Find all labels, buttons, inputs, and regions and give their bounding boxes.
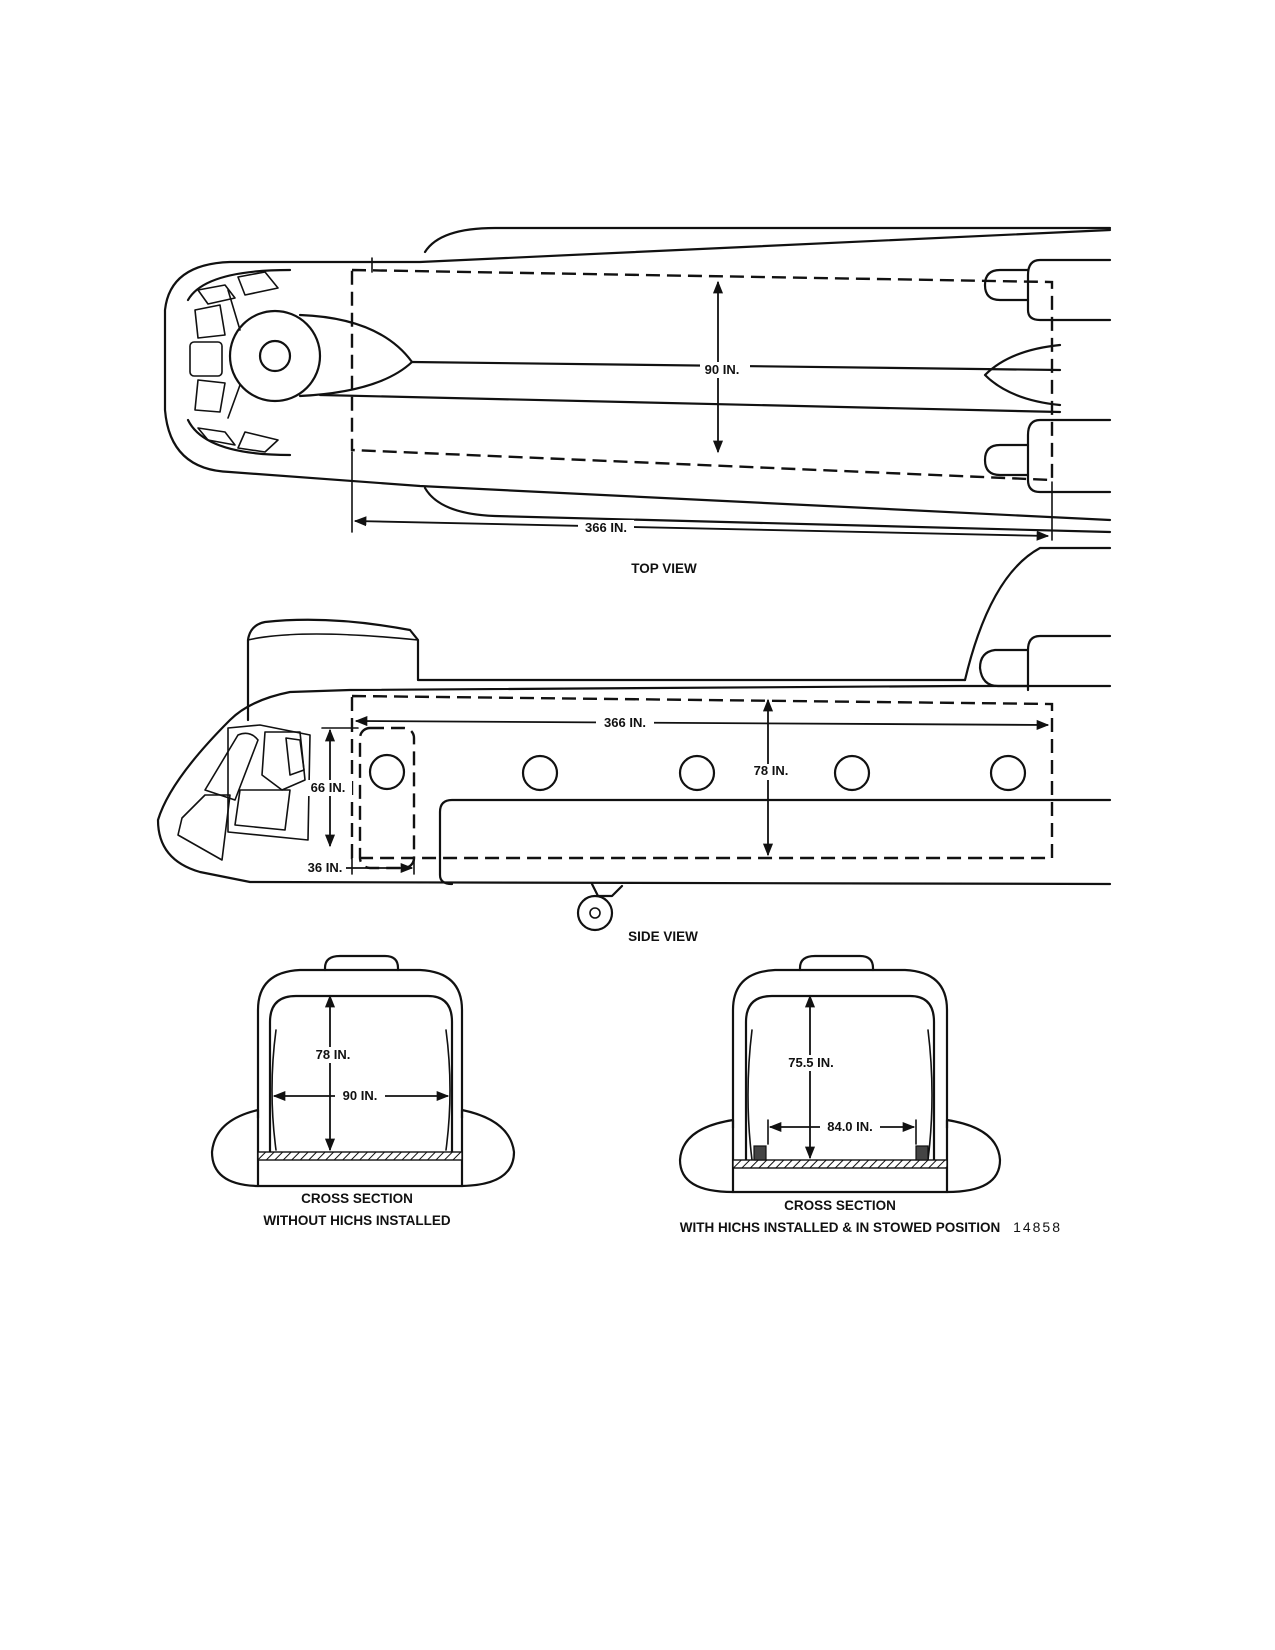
upper-sponson xyxy=(423,226,1112,254)
cross-section-right: 75.5 IN. 84.0 IN. CROSS SECTION WITH HIC… xyxy=(678,954,1002,1235)
right-floor xyxy=(732,1159,948,1169)
forward-pylon xyxy=(246,618,967,722)
cockpit-windows xyxy=(189,271,279,453)
aft-engines xyxy=(983,258,1112,494)
side-cockpit-windows xyxy=(177,724,311,861)
right-caption-line2: WITH HICHS INSTALLED & IN STOWED POSITIO… xyxy=(680,1220,1001,1235)
forward-pylon-fairing xyxy=(298,313,414,398)
top-length-label: 366 IN. xyxy=(585,520,627,535)
aft-engine-side xyxy=(978,634,1112,692)
side-view-caption: SIDE VIEW xyxy=(628,929,698,944)
forward-rotor-center xyxy=(258,339,292,373)
right-height-label: 75.5 IN. xyxy=(788,1055,834,1070)
figure-code: 14858 xyxy=(1013,1219,1062,1235)
lower-sponson xyxy=(423,486,1112,534)
left-inner-frame xyxy=(268,994,454,1154)
door-width-label: 36 IN. xyxy=(308,860,343,875)
right-width-label: 84.0 IN. xyxy=(827,1119,873,1134)
left-caption-line1: CROSS SECTION xyxy=(301,1191,413,1206)
left-outer-shell xyxy=(256,968,464,1120)
side-view: 366 IN. 78 IN. 66 IN. 36 IN. SIDE VIEW xyxy=(156,546,1112,944)
left-caption-line2: WITHOUT HICHS INSTALLED xyxy=(263,1213,450,1228)
lower-fuselage-panel xyxy=(438,798,1112,886)
right-inner-frame xyxy=(744,994,936,1164)
side-length-label: 366 IN. xyxy=(604,715,646,730)
aft-pylon xyxy=(963,546,1112,682)
left-floor xyxy=(257,1151,463,1161)
door-height-label: 66 IN. xyxy=(311,780,346,795)
side-length-dimension xyxy=(354,716,1050,730)
right-caption-line1: CROSS SECTION xyxy=(784,1198,896,1213)
side-windows xyxy=(368,753,1027,792)
side-cargo-outline xyxy=(350,694,1054,860)
top-length-dimension xyxy=(353,516,1050,541)
left-width-label: 90 IN. xyxy=(343,1088,378,1103)
forward-rotor-hub xyxy=(228,309,322,403)
top-width-label: 90 IN. xyxy=(705,362,740,377)
nose-arc xyxy=(186,268,292,457)
left-height-label: 78 IN. xyxy=(316,1047,351,1062)
top-cargo-outline xyxy=(350,268,1054,482)
cross-section-left: 78 IN. 90 IN. CROSS SECTION WITHOUT HICH… xyxy=(210,954,516,1228)
hichs-right-stowed xyxy=(915,1145,929,1161)
side-height-label: 78 IN. xyxy=(754,763,789,778)
fuselage-outline xyxy=(163,228,1112,522)
side-door-outline xyxy=(358,726,416,870)
top-view: 90 IN. 366 IN. TOP VIEW xyxy=(163,226,1112,576)
aft-pylon-tip xyxy=(983,343,1062,407)
hichs-left-stowed xyxy=(753,1145,767,1161)
top-view-caption: TOP VIEW xyxy=(631,561,697,576)
right-outer-shell xyxy=(731,968,949,1130)
forward-landing-gear xyxy=(576,882,624,932)
center-fairing xyxy=(318,360,1062,414)
fuselage-side-outline xyxy=(156,684,1112,886)
